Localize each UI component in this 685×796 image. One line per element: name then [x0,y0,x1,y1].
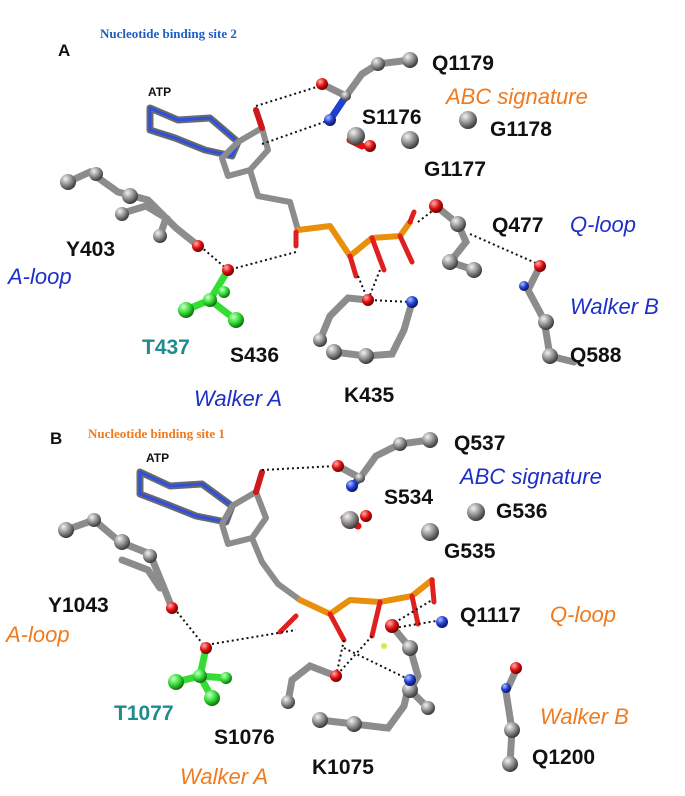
panel-a-title: Nucleotide binding site 2 [100,26,237,41]
hbonds-b [173,465,443,681]
residue-label-y1043: Y1043 [48,594,109,617]
residue-label-g1178: G1178 [490,118,552,141]
panel-b-title: Nucleotide binding site 1 [88,426,225,441]
residue-label-t1077: T1077 [114,702,174,725]
motif-label-abc-signature: ABC signature [458,464,602,489]
residue-label-q588: Q588 [570,344,622,367]
panel-a-atp-label: ATP [148,85,171,99]
residue-label-s534: S534 [384,486,433,509]
panel-b-atp-label: ATP [146,451,169,465]
hbonds-a [199,85,539,303]
panel-a-letter: A [58,41,70,60]
panel-b-letter: B [50,429,62,448]
motif-label-walker-b: Walker B [570,294,659,319]
atp-molecule-b [136,468,437,643]
residue-label-y403: Y403 [66,238,115,261]
residue-label-k435: K435 [344,384,395,407]
residue-label-q1200: Q1200 [532,746,595,769]
motif-label-a-loop: A-loop [6,264,72,289]
motif-label-q-loop: Q-loop [570,212,636,237]
atp-molecule-a [146,104,417,279]
motif-label-q-loop: Q-loop [550,602,616,627]
residue-label-q1179: Q1179 [432,52,494,75]
residue-label-s436: S436 [230,344,279,367]
atoms-b [58,432,522,772]
residue-label-g1177: G1177 [424,158,486,181]
panel-a: A Nucleotide binding site 2 ATP Q1179 AB… [6,26,659,411]
residue-label-g536: G536 [496,500,547,523]
residue-label-s1176: S1176 [362,106,422,129]
residue-label-s1076: S1076 [214,726,275,749]
motif-label-walker-a: Walker A [194,386,282,411]
motif-label-abc-signature: ABC signature [444,84,588,109]
motif-label-a-loop: A-loop [4,622,70,647]
residue-label-g535: G535 [444,540,496,563]
motif-label-walker-b: Walker B [540,704,629,729]
panel-b: B Nucleotide binding site 1 ATP Q537 ABC… [4,426,629,789]
residue-label-q537: Q537 [454,432,505,455]
residue-label-q477: Q477 [492,214,543,237]
residue-label-t437: T437 [142,336,190,359]
residue-sticks-b [62,436,520,768]
atoms-a [60,52,558,364]
residue-label-q1117: Q1117 [460,604,521,627]
residue-label-k1075: K1075 [312,756,374,779]
motif-label-walker-a: Walker A [180,764,268,789]
